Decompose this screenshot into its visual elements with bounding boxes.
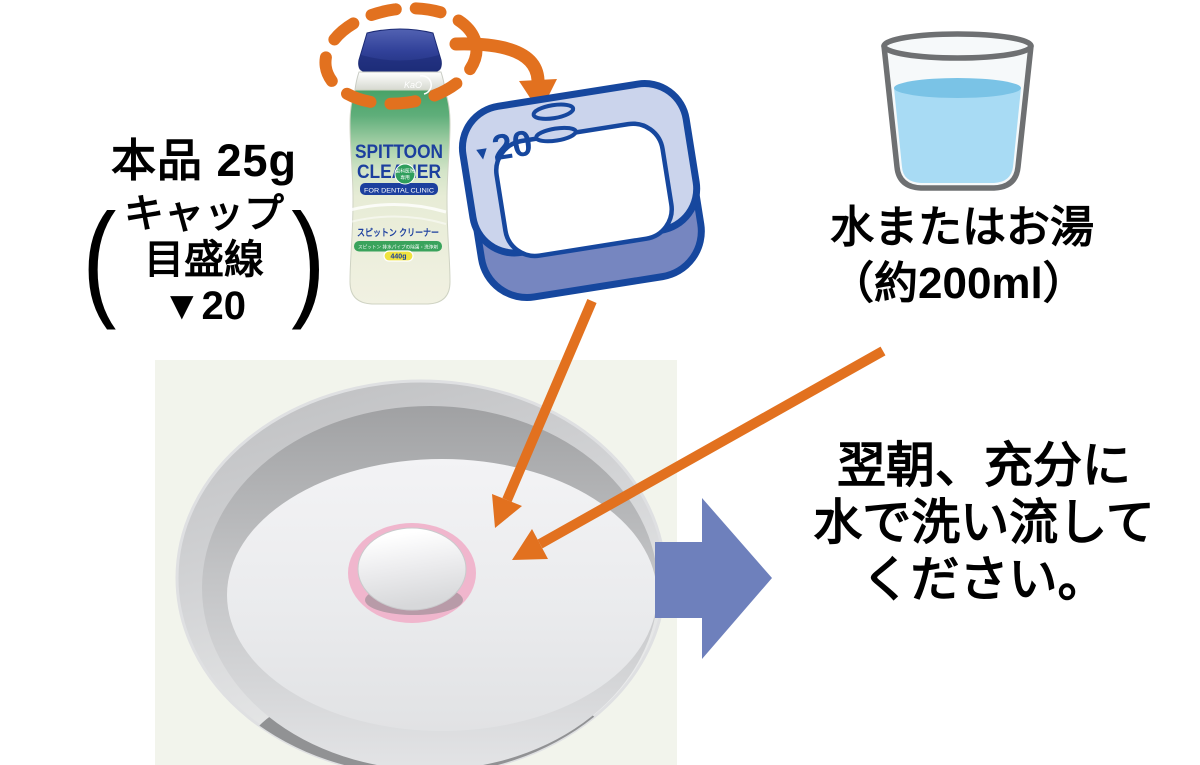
dose-note: 本品 25g ( キャップ 目盛線 ▼20 ) (64, 124, 344, 329)
cup-slot (534, 125, 578, 144)
dental-badge-line2: 専用 (400, 174, 410, 181)
bottle-subtitle: FOR DENTAL CLINIC (364, 188, 434, 195)
cup-scale-value: 20 (489, 122, 535, 169)
bottle-desc-band (354, 241, 442, 252)
bottle-name-line1: SPITTOON (355, 142, 443, 163)
label-swoosh (349, 215, 447, 225)
weight-pill (383, 250, 414, 262)
water-pour-arrow-icon (512, 346, 886, 560)
rinse-instruction-line: ください。 (861, 553, 1107, 607)
rinse-instruction-line: 水で洗い流して (813, 496, 1155, 550)
glass-rim (881, 31, 1034, 61)
close-paren: ) (291, 188, 326, 331)
bottle-jp-desc: スピットン 排水パイプの除菌・洗浄剤 (358, 244, 438, 251)
bottle-weight: 440g (391, 254, 407, 261)
water-note-line2: （約200ml） (830, 259, 1087, 308)
spittoon-basin-photo (155, 360, 677, 765)
kao-moon-icon (419, 75, 432, 95)
dental-badge (394, 163, 416, 185)
open-paren: ( (82, 188, 117, 331)
bottle-cap-ridge (358, 55, 442, 72)
water-note: 水またはお湯 （約200ml） (830, 200, 1094, 312)
dose-amount: 本品 25g (110, 135, 298, 186)
cup-scale-mark: ▼ (472, 142, 493, 165)
water-note-line1: 水またはお湯 (830, 203, 1094, 252)
measuring-cup: ▼ 20 (458, 80, 705, 302)
rinse-instruction: 翌朝、充分に 水で洗い流して ください。 (772, 438, 1196, 609)
cleaner-pour-arrow-icon (492, 299, 597, 528)
next-step-arrow-icon (655, 498, 772, 659)
cap-to-cup-arrow-icon (449, 37, 557, 113)
label-swoosh (349, 203, 447, 214)
water-surface (894, 78, 1021, 98)
cleaner-bottle: KaO SPITTOON CLEANER FOR DENTAL CLINIC 歯… (349, 28, 451, 305)
dental-badge-line1: 歯科医院 (395, 168, 414, 175)
bottle-jp-name: スピットン クリーナー (357, 227, 439, 239)
cup-slot (531, 102, 576, 121)
glass-water (894, 88, 1021, 183)
dose-note-line: キャップ (124, 192, 284, 236)
dose-note-line: 目盛線 (144, 238, 264, 282)
rinse-instruction-line: 翌朝、充分に (836, 439, 1131, 493)
kao-logo: KaO (404, 80, 422, 90)
water-glass (881, 31, 1034, 191)
drain-lid (357, 527, 467, 611)
dose-note-line: ▼20 (161, 284, 247, 328)
bottle-body (349, 89, 451, 305)
bottle-subtitle-band (360, 183, 438, 195)
